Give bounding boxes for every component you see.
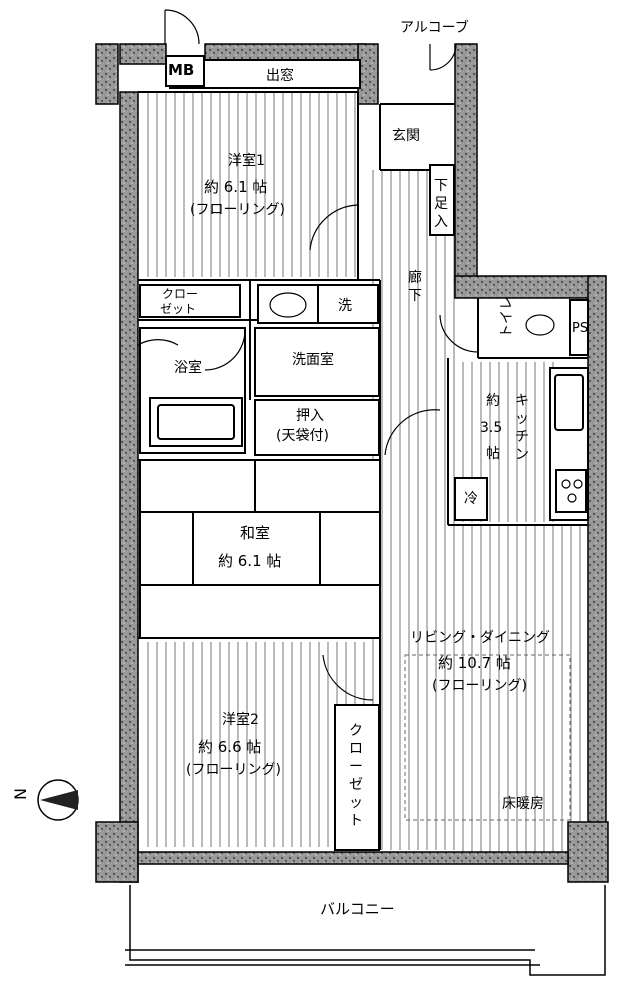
outer-walls <box>95 43 609 883</box>
shoe-storage-2: 足 <box>434 196 448 212</box>
ps-label: PS <box>572 321 588 336</box>
ldk-area: 約 10.7 帖 <box>438 654 511 672</box>
western2-floor: (フローリング) <box>186 762 281 778</box>
alcove-label: アルコーブ <box>400 19 469 36</box>
shoe-storage-3: 入 <box>434 214 448 230</box>
floor-heating-label: 床暖房 <box>502 796 544 812</box>
balcony-label: バルコニー <box>320 900 395 918</box>
ldk-floor: (フローリング) <box>432 678 527 694</box>
kitchen-name-1: キ <box>515 393 529 409</box>
mb-label: MB <box>168 61 194 79</box>
shoe-storage-1: 下 <box>434 178 448 194</box>
washitsu-name: 和室 <box>240 524 270 542</box>
closet-top-2: ゼット <box>160 302 196 316</box>
closet-top-1: クロー <box>162 287 198 301</box>
western1-area: 約 6.1 帖 <box>204 178 267 196</box>
kitchen-area-2: 3.5 <box>480 420 502 436</box>
bay-window-label: 出窓 <box>266 67 294 84</box>
entrance-label: 玄関 <box>392 127 420 144</box>
compass-arrow-icon <box>40 790 78 810</box>
bath-label: 浴室 <box>174 359 202 376</box>
labels: MB 出窓 アルコーブ 玄関 洋室1 約 6.1 帖 (フローリング) 下 足 … <box>160 19 588 918</box>
kitchen-area-1: 約 <box>486 393 500 409</box>
door-swings <box>137 9 479 701</box>
washroom-label: 洗面室 <box>292 351 334 368</box>
compass-label: N <box>11 788 30 800</box>
western2-name: 洋室2 <box>222 711 259 728</box>
fixtures <box>269 292 583 503</box>
oshiire-1: 押入 <box>296 408 324 424</box>
closet-v-2: ロ <box>349 741 363 757</box>
kitchen-name-3: チ <box>515 429 529 445</box>
western1-floor: (フローリング) <box>190 202 285 218</box>
ldk-name: リビング・ダイニング <box>410 630 550 646</box>
closet-v-5: ッ <box>349 795 363 811</box>
interior-walls <box>138 55 589 851</box>
corridor-2: 下 <box>408 288 422 304</box>
oshiire-2: (天袋付) <box>276 428 329 444</box>
closet-v-4: ゼ <box>349 777 363 793</box>
corridor-1: 廊 <box>408 269 422 286</box>
wash-mark: 洗 <box>338 298 352 314</box>
closet-v-3: ー <box>349 759 363 775</box>
kitchen-name-4: ン <box>515 447 529 463</box>
fridge-label: 冷 <box>464 491 478 507</box>
western2-area: 約 6.6 帖 <box>198 738 261 756</box>
kitchen-name-2: ッ <box>515 411 529 427</box>
floor-heating-area <box>404 654 571 821</box>
toilet-label: トイレ <box>499 296 515 338</box>
closet-v-6: ト <box>349 813 363 829</box>
washitsu-area: 約 6.1 帖 <box>218 552 281 570</box>
closet-v-1: ク <box>349 723 363 739</box>
compass: N <box>11 779 79 821</box>
balcony-outline <box>125 885 606 976</box>
kitchen-area-3: 帖 <box>486 446 500 462</box>
western1-name: 洋室1 <box>228 152 265 169</box>
